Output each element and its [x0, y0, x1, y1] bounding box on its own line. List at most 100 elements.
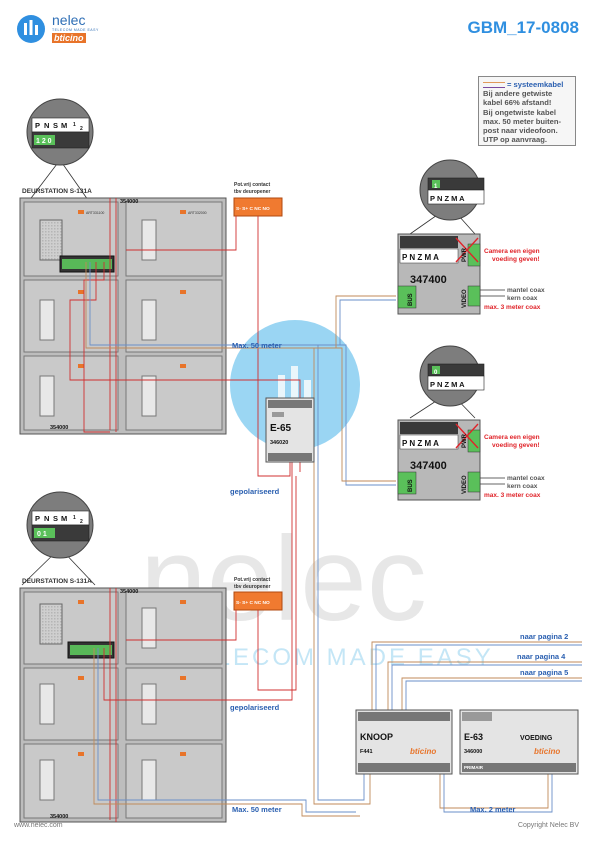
- top-conn-2: 2: [80, 126, 83, 132]
- top-dip-value: 1 2 0: [36, 138, 52, 145]
- link-page-2: naar pagina 2: [520, 632, 568, 641]
- top-station-title: DEURSTATION S-131A: [22, 188, 92, 195]
- voeding-name: E-63: [464, 732, 483, 742]
- monitor-bottom-coax-2: kern coax: [507, 483, 538, 490]
- bottom-module-code-2: 354000: [50, 814, 68, 820]
- monitor-top-coax-2: kern coax: [507, 295, 538, 302]
- bottom-module-code-1: 354000: [120, 589, 138, 595]
- top-station-frame: [19, 197, 227, 435]
- watermark-bar-1: [278, 375, 285, 407]
- top-module-code-2: 354000: [50, 425, 68, 431]
- bottom-station-title: DEURSTATION S-131A: [22, 578, 92, 585]
- monitor-top-bus: BUS: [408, 293, 414, 306]
- monitor-bottom-coax-1: mantel coax: [507, 475, 545, 482]
- legend-line-5: max. 50 meter buiten-: [483, 116, 562, 126]
- link-page-5: naar pagina 5: [520, 668, 568, 677]
- bottom-conn-2: 2: [80, 519, 83, 525]
- logo-name: nelec: [52, 12, 86, 28]
- knoop-brand: bticino: [410, 747, 436, 756]
- monitor-top-terminals-2: P N Z M A: [402, 253, 439, 262]
- monitor-bottom-model: 347400: [410, 460, 447, 472]
- monitor-bottom-terminals-2: P N Z M A: [402, 439, 439, 448]
- voeding-distance: Max. 2 meter: [470, 805, 516, 814]
- watermark-bar-2: [291, 366, 298, 407]
- monitor-bottom-terminals: P N Z M A: [430, 380, 465, 389]
- system-cable-swatch: [483, 82, 505, 88]
- bottom-conn-1: 1: [73, 515, 76, 521]
- bottom-conn-M: M: [61, 514, 67, 523]
- e65-name: E-65: [270, 423, 292, 434]
- knoop-code: F441: [360, 749, 373, 755]
- watermark-bar-3: [304, 380, 311, 407]
- monitor-top-coax-1: mantel coax: [507, 287, 545, 294]
- monitor-top-terminals: P N Z M A: [430, 194, 465, 203]
- voeding-subtitle: VOEDING: [520, 735, 553, 742]
- top-module-code-1: 354000: [120, 199, 138, 205]
- logo-tagline: TELECOM MADE EASY: [52, 28, 99, 32]
- top-art-blank-1: ART332000: [188, 211, 207, 215]
- top-conn-P: P: [35, 121, 40, 130]
- legend-line-3: kabel 66% afstand!: [483, 98, 552, 108]
- e65-code: 346020: [270, 440, 288, 446]
- monitor-top-zoom: [409, 159, 485, 235]
- monitor-bottom-unit: [397, 419, 481, 501]
- nelec-logo: nelec TELECOM MADE EASY bticino: [16, 12, 116, 46]
- monitor-bottom-warning-1: Camera een eigen: [484, 434, 540, 441]
- bottom-contact-label-1: Pot.vrij contact: [234, 577, 270, 583]
- watermark: [230, 320, 360, 450]
- footer-website: www.nelec.com: [14, 822, 63, 829]
- knoop-module: [355, 709, 453, 775]
- polarized-label-2: gepolariseerd: [230, 703, 280, 712]
- legend-line-1: = systeemkabel: [483, 80, 571, 89]
- monitor-top-dip: 1: [434, 184, 438, 190]
- monitor-bottom-zoom: [409, 345, 485, 419]
- legend-line-6: post naar videofoon.: [483, 126, 558, 136]
- bottom-conn-N: N: [44, 514, 49, 523]
- voeding-brand: bticino: [534, 747, 560, 756]
- link-page-4: naar pagina 4: [517, 652, 566, 661]
- monitor-bottom-video: VIDEO: [462, 475, 468, 494]
- monitor-bottom-pwr: PWR: [462, 433, 468, 448]
- voeding-primair: PRIMAIR: [464, 765, 484, 770]
- monitor-top-coax-3: max. 3 meter coax: [484, 304, 541, 311]
- monitor-top-video: VIDEO: [462, 289, 468, 308]
- bottom-conn-P: P: [35, 514, 40, 523]
- knoop-name: KNOOP: [360, 732, 393, 742]
- top-contact-label-1: Pot.vrij contact: [234, 182, 270, 188]
- monitor-top-warning-1: Camera een eigen: [484, 248, 540, 255]
- bottom-contact-label-2: tbv deuropener: [234, 584, 270, 590]
- wiring: [69, 198, 582, 822]
- bottom-station-frame: [19, 587, 227, 823]
- voeding-code: 346000: [464, 749, 482, 755]
- top-conn-M: M: [61, 121, 67, 130]
- nelec-logo-icon: [17, 15, 45, 43]
- bottom-dip-value: 0 1: [37, 531, 47, 538]
- voeding-module: [459, 709, 579, 775]
- legend-line-4: Bij ongetwiste kabel: [483, 107, 557, 117]
- monitor-top-warning-2: voeding geven!: [492, 256, 540, 263]
- polarized-label-1: gepolariseerd: [230, 487, 280, 496]
- top-conn-1: 1: [73, 122, 76, 128]
- monitor-bottom-dip: 0: [434, 370, 438, 376]
- legend-line-2: Bij andere getwiste: [483, 89, 553, 99]
- top-distance-label: Max. 50 meter: [232, 341, 282, 350]
- legend-box: = systeemkabel Bij andere getwiste kabel…: [478, 76, 576, 146]
- document-id: GBM_17-0808: [467, 18, 579, 37]
- e65-module: [265, 397, 315, 463]
- bottom-contact-terminals: S- S+ C NC NO: [236, 600, 270, 606]
- bottom-conn-S: S: [53, 514, 58, 523]
- monitor-bottom-bus: BUS: [408, 479, 414, 492]
- monitor-top-pwr: PWR: [462, 247, 468, 262]
- monitor-top-unit: [397, 233, 481, 315]
- monitor-top-model: 347400: [410, 274, 447, 286]
- bottom-connector-zoom: [21, 491, 96, 586]
- footer-copyright: Copyright Nelec BV: [517, 822, 579, 829]
- top-conn-N: N: [44, 121, 49, 130]
- legend-line-7: UTP op aanvraag.: [483, 135, 548, 145]
- watermark-tagline: TELECOM MADE EASY: [180, 644, 494, 671]
- logo-brand: bticino: [52, 33, 86, 43]
- top-art-main: ART331100: [86, 211, 104, 215]
- bottom-distance-label: Max. 50 meter: [232, 805, 282, 814]
- monitor-bottom-coax-3: max. 3 meter coax: [484, 492, 541, 499]
